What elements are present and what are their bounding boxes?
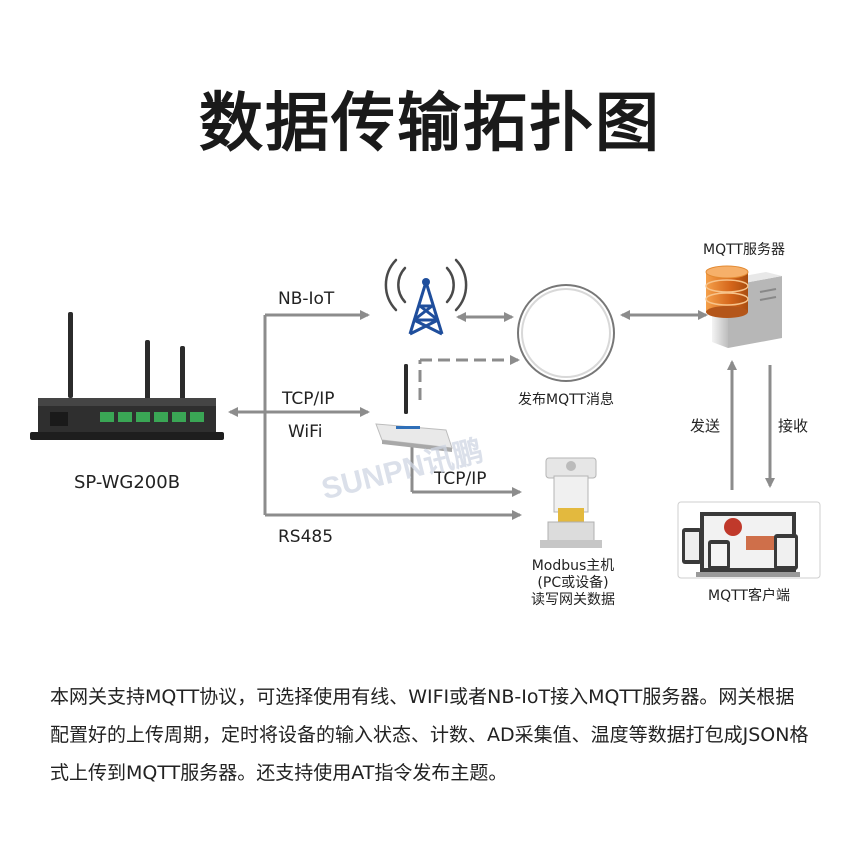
receive-label: 接收	[778, 417, 808, 435]
page-title: 数据传输拓扑图	[199, 87, 661, 161]
cell-tower-icon	[384, 258, 468, 336]
send-label: 发送	[690, 417, 720, 435]
nbiot-label: NB-IoT	[278, 289, 335, 309]
gateway-device-icon	[30, 312, 224, 440]
topology-diagram: SP-WG200B NB-IoT TCP/IP WiFi TCP/IP RS48…	[30, 242, 821, 608]
wifi-router-icon	[375, 364, 453, 452]
mqtt-server-icon	[705, 265, 782, 348]
gateway-label: SP-WG200B	[74, 472, 180, 493]
mqtt-server-label: MQTT服务器	[703, 242, 785, 258]
router-tcpip-label: TCP/IP	[433, 469, 487, 489]
tcpip-label: TCP/IP	[281, 389, 335, 409]
modbus-host-line3: 读写网关数据	[531, 591, 615, 608]
modbus-host-line1: Modbus主机	[532, 558, 615, 574]
description-paragraph: 本网关支持MQTT协议，可选择使用有线、WIFI或者NB-IoT接入MQTT服务…	[50, 686, 809, 784]
modbus-host-machine-icon	[540, 457, 602, 548]
modbus-host-line2: (PC或设备)	[537, 574, 608, 591]
wifi-label: WiFi	[288, 422, 322, 442]
publish-circle	[517, 284, 615, 382]
rs485-label: RS485	[278, 527, 333, 547]
mqtt-client-devices-icon	[677, 501, 821, 579]
mqtt-client-label: MQTT客户端	[708, 587, 790, 604]
publish-label: 发布MQTT消息	[518, 391, 614, 408]
